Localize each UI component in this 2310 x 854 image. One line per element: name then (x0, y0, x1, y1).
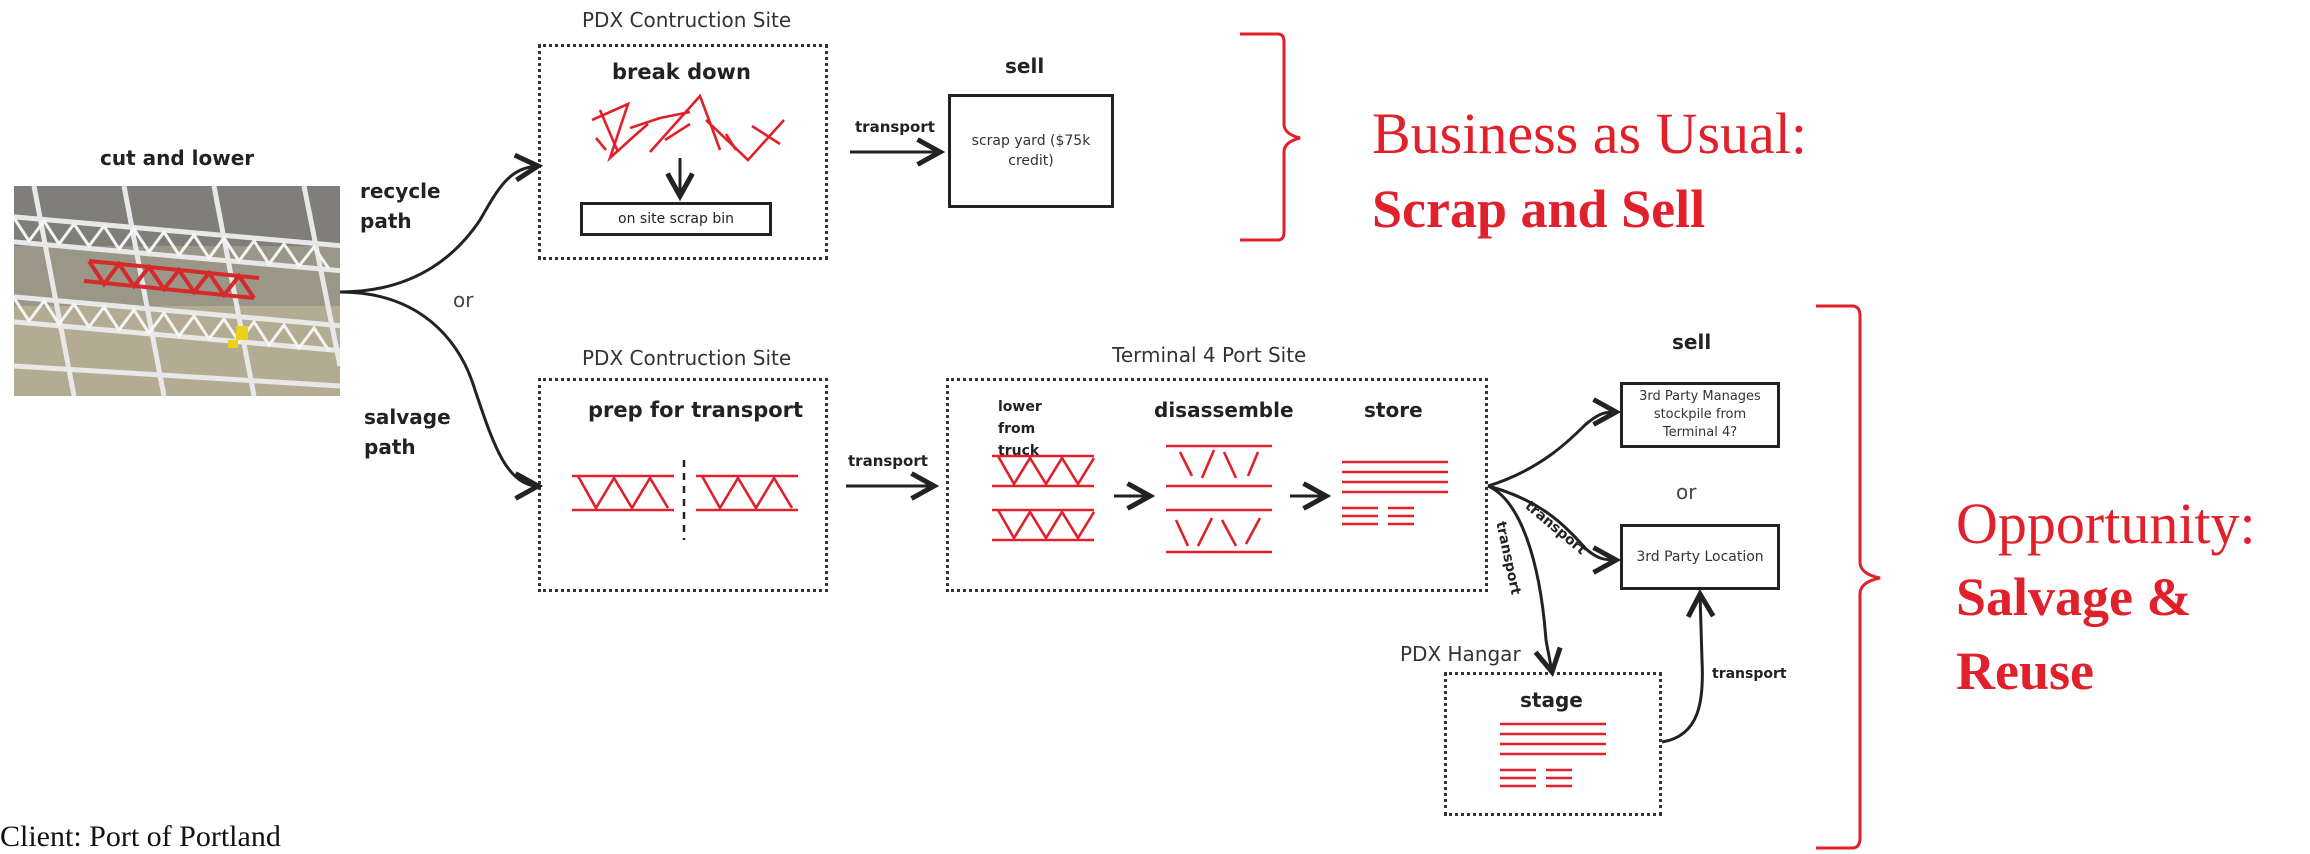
salvage-transport-label: transport (848, 452, 928, 470)
third-party-location-box: 3rd Party Location (1620, 524, 1780, 590)
split-truss-icon (572, 474, 798, 512)
business-line2: Scrap and Sell (1372, 179, 1706, 239)
salvage-path-connector (339, 290, 538, 486)
or-label: or (453, 288, 474, 312)
truss-photo (14, 186, 340, 396)
scrap-yard-label: scrap yard ($75k credit) (971, 133, 1091, 169)
recycle-transport-label: transport (855, 118, 935, 136)
recycle-site-box (538, 44, 828, 260)
broken-truss-icon (591, 93, 785, 163)
disassembled-truss-icon (1166, 444, 1272, 554)
opportunity-line2: Salvage & (1956, 567, 2192, 627)
stored-stack-icon (1342, 460, 1448, 526)
terminal-title: Terminal 4 Port Site (1112, 343, 1307, 367)
terminal-site-box (946, 378, 1488, 592)
to-hangar-arrow (1487, 484, 1552, 672)
salvage-path-label: salvage path (364, 405, 451, 459)
staged-stack-icon (1500, 722, 1606, 788)
scrap-bin-label: on site scrap bin (618, 211, 734, 227)
opportunity-line3: Reuse (1956, 641, 2094, 701)
recycle-path-label: recycle path (360, 179, 441, 233)
business-line1: Business as Usual: (1372, 101, 1807, 166)
opportunity-brace (1816, 304, 1881, 850)
third-party-location-label: 3rd Party Location (1636, 549, 1764, 565)
salvage-or-label: or (1676, 480, 1697, 504)
stacked-truss-icon (992, 454, 1096, 542)
salvage-sell-title: sell (1672, 330, 1712, 354)
store-label: store (1364, 398, 1423, 422)
hangar-title: PDX Hangar (1400, 642, 1521, 666)
disassemble-label: disassemble (1154, 398, 1294, 422)
prep-transport-label: prep for transport (588, 398, 804, 422)
recycle-path-connector (339, 166, 538, 294)
business-brace (1240, 32, 1301, 242)
recycle-site-title: PDX Contruction Site (582, 8, 792, 32)
scrap-yard-box: scrap yard ($75k credit) (948, 94, 1114, 208)
stage-label: stage (1520, 688, 1583, 712)
break-down-label: break down (612, 60, 751, 84)
recycle-sell-title: sell (1005, 54, 1045, 78)
third-party-manages-label: 3rd Party Manages stockpile from Termina… (1639, 389, 1761, 440)
salvage-site-title: PDX Contruction Site (582, 346, 792, 370)
hangar-transport-label: transport (1712, 666, 1787, 682)
third-party-manages-box: 3rd Party Manages stockpile from Termina… (1620, 382, 1780, 448)
photo-label: cut and lower (100, 146, 255, 170)
to-third-party-location-arrow (1487, 484, 1616, 560)
client-footer: Client: Port of Portland (0, 820, 281, 853)
truss-photo-illustration (14, 186, 340, 396)
scrap-bin-box: on site scrap bin (580, 202, 772, 236)
to-third-party-manages-arrow (1487, 412, 1616, 488)
opportunity-line1: Opportunity: (1956, 491, 2256, 556)
hangar-to-location-arrow (1661, 594, 1702, 744)
